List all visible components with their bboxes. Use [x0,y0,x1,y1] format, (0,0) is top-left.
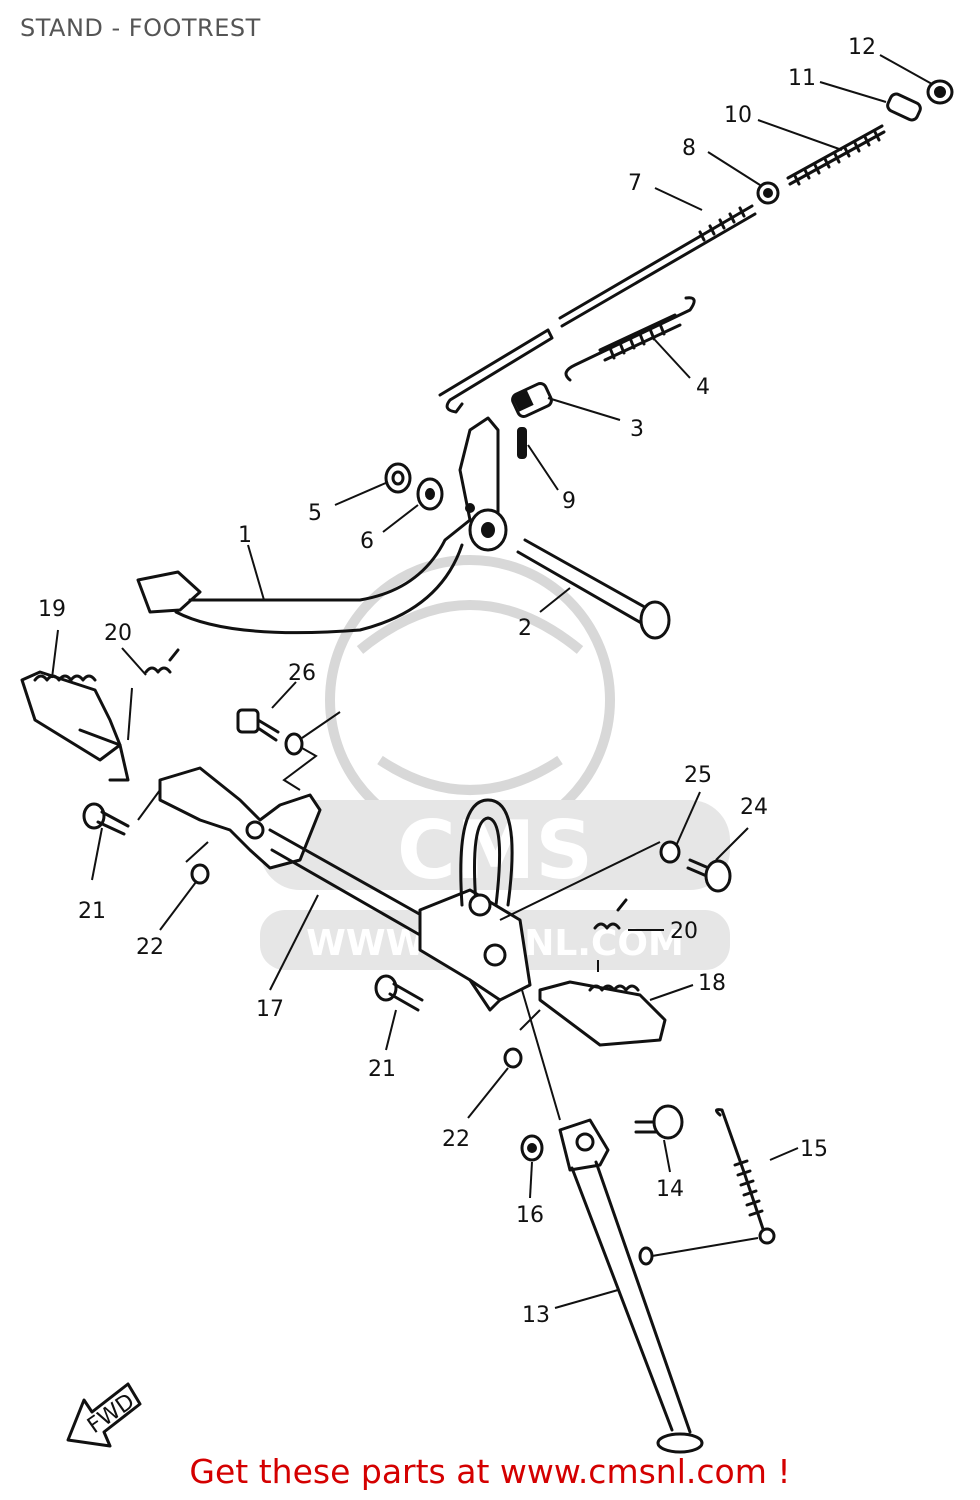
callout-13: 13 [522,1303,550,1328]
callout-22-center: 22 [442,1127,470,1152]
part-22-cotter-left [190,863,210,885]
callout-25: 26 [288,661,316,686]
part-21-pin-left [82,802,130,836]
callout-9: 9 [562,489,576,514]
callout-16: 16 [516,1203,544,1228]
callout-11: 11 [788,66,816,91]
callout-12: 12 [848,35,876,60]
callout-20-right: 20 [670,919,698,944]
callout-5: 5 [308,501,322,526]
callout-17: 17 [256,997,284,1022]
callout-6: 6 [360,529,374,554]
part-1-brake-pedal [136,416,508,635]
part-9-cotter-pin [517,427,527,459]
callout-8: 8 [682,136,696,161]
part-19-footrest-left [20,670,130,782]
part-13-side-stand [558,1118,704,1454]
part-3-clevis [511,381,553,419]
callout-7: 7 [628,171,642,196]
callout-15: 15 [800,1137,828,1162]
part-11-joint [886,92,922,122]
part-8-nut [756,181,780,205]
part-15-stand-spring [715,1108,776,1245]
part-12-nut [926,79,954,105]
part-17-footrest-bar [158,766,532,1012]
callout-18: 18 [698,971,726,996]
part-6-washer [416,477,444,511]
part-21-pin-center [374,974,424,1012]
page-title: STAND - FOOTREST [20,14,261,42]
part-7-brake-rod [438,204,757,414]
part-18-footrest-right [538,980,667,1047]
part-20-spring-left [144,648,180,674]
callout-22-left: 22 [136,935,164,960]
part-16-nut [520,1134,544,1162]
callout-19: 19 [38,597,66,622]
part-20-spring-right [593,898,628,930]
part-24-washer [659,840,681,864]
part-26-washer [284,732,304,756]
callout-24: 25 [684,763,712,788]
part-5-circlip [384,462,412,494]
part-4-return-spring [564,296,696,382]
part-22-cotter-center [503,1047,523,1069]
part-14-pivot-bolt [634,1104,684,1140]
part-2-pedal-shaft [516,538,671,640]
watermark-logo-text: CMS [397,804,593,897]
leader-lines [51,54,933,1309]
callout-21-left: 21 [78,899,106,924]
part-10-spring [786,124,886,186]
callout-23: 24 [740,795,768,820]
footer-link-text: Get these parts at www.cmsnl.com ! [189,1452,791,1491]
part-25-bolt [236,708,280,742]
callout-10: 10 [724,103,752,128]
callout-21-center: 21 [368,1057,396,1082]
callout-2: 2 [518,616,532,641]
callout-4: 4 [696,375,710,400]
callout-14: 14 [656,1177,684,1202]
callout-20-left: 20 [104,621,132,646]
callouts: 12 11 10 8 7 4 3 9 5 6 1 2 19 20 26 25 2… [38,35,876,1328]
callout-3: 3 [630,417,644,442]
part-23-bolt [686,858,732,893]
fwd-arrow-icon: FWD [66,1382,142,1448]
callout-1: 1 [238,523,252,548]
